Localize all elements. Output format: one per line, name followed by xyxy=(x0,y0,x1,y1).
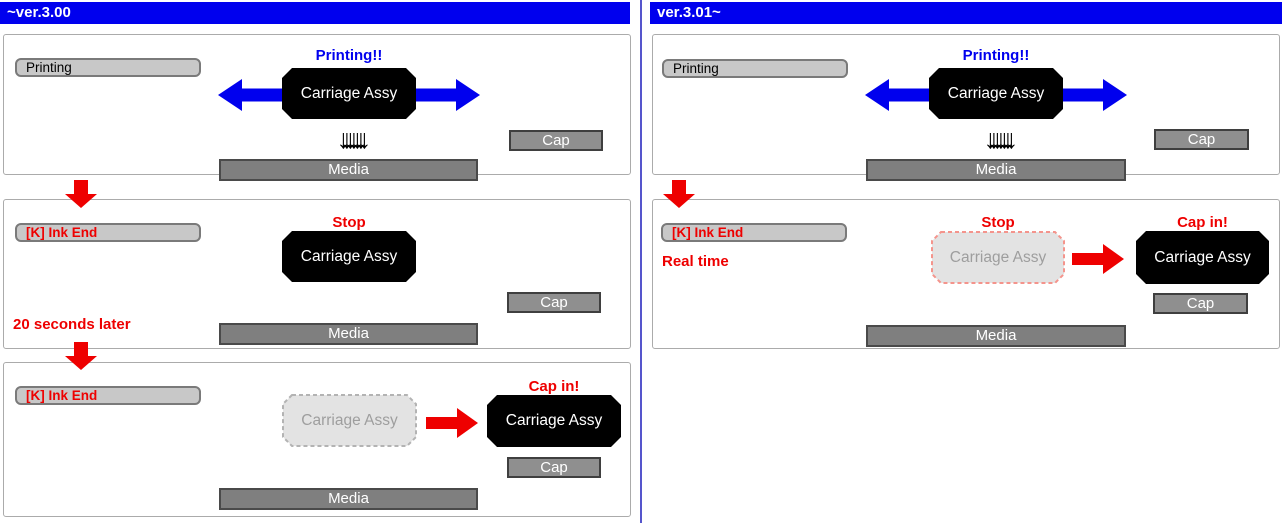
caption-cap-in: Cap in! xyxy=(528,378,580,395)
media-bar: Media xyxy=(866,159,1126,181)
media-bar: Media xyxy=(219,488,478,510)
status-label-printing: Printing xyxy=(15,58,201,77)
carriage-assy-box: Carriage Assy xyxy=(282,231,416,282)
cap-label: Cap xyxy=(1154,129,1249,150)
panel-left-ink-end-stop: [K] Ink End Stop Carriage Assy Cap 20 se… xyxy=(3,199,631,349)
flow-down-arrow-icon xyxy=(65,342,97,370)
caption-stop: Stop xyxy=(332,214,366,231)
ghost-carriage-label: Carriage Assy xyxy=(949,248,1047,266)
caption-cap-in: Cap in! xyxy=(1177,214,1228,231)
flow-down-arrow-icon xyxy=(65,180,97,208)
caption-printing: Printing!! xyxy=(962,47,1030,64)
panel-right-ink-end-real-time: [K] Ink End Real time Stop Carriage Assy… xyxy=(652,199,1280,349)
status-label-ink-end: [K] Ink End xyxy=(15,223,201,242)
media-bar: Media xyxy=(219,323,478,345)
carriage-assy-box: Carriage Assy xyxy=(282,68,416,119)
version-header-300: ~ver.3.00 xyxy=(0,2,630,24)
cap-label: Cap xyxy=(507,457,601,478)
flow-down-arrow-icon xyxy=(663,180,695,208)
status-label-ink-end: [K] Ink End xyxy=(661,223,847,242)
panel-right-printing: Printing Printing!! Carriage Assy ↓↓↓↓↓↓… xyxy=(652,34,1280,181)
note-real-time: Real time xyxy=(662,253,729,270)
cap-label: Cap xyxy=(507,292,601,313)
blue-arrow-left-icon xyxy=(865,79,929,111)
cap-label: Cap xyxy=(509,130,603,151)
caption-stop: Stop xyxy=(981,214,1015,231)
column-divider xyxy=(640,0,642,523)
red-arrow-right-icon xyxy=(1072,244,1124,274)
ink-drops-icon: ↓↓↓↓↓↓↓ xyxy=(336,124,372,154)
ghost-carriage-label: Carriage Assy xyxy=(301,411,398,429)
blue-arrow-left-icon xyxy=(218,79,282,111)
ghost-carriage-assy-box: Carriage Assy xyxy=(282,394,417,447)
note-20-seconds-later: 20 seconds later xyxy=(13,316,131,333)
version-header-301: ver.3.01~ xyxy=(650,2,1282,24)
caption-printing: Printing!! xyxy=(315,47,383,64)
blue-arrow-right-icon xyxy=(416,79,480,111)
ghost-carriage-assy-box: Carriage Assy xyxy=(931,231,1065,284)
red-arrow-right-icon xyxy=(426,408,478,438)
panel-left-printing: Printing Printing!! Carriage Assy ↓↓↓↓↓↓… xyxy=(3,34,631,181)
panel-left-ink-end-cap-in: [K] Ink End Carriage Assy Cap in! Carria… xyxy=(3,362,631,517)
carriage-assy-box: Carriage Assy xyxy=(929,68,1063,119)
status-label-printing: Printing xyxy=(662,59,848,78)
blue-arrow-right-icon xyxy=(1063,79,1127,111)
carriage-assy-box: Carriage Assy xyxy=(487,395,621,447)
media-bar: Media xyxy=(866,325,1126,347)
cap-label: Cap xyxy=(1153,293,1248,314)
carriage-assy-box: Carriage Assy xyxy=(1136,231,1269,284)
ink-drops-icon: ↓↓↓↓↓↓↓ xyxy=(983,124,1019,154)
media-bar: Media xyxy=(219,159,478,181)
status-label-ink-end: [K] Ink End xyxy=(15,386,201,405)
